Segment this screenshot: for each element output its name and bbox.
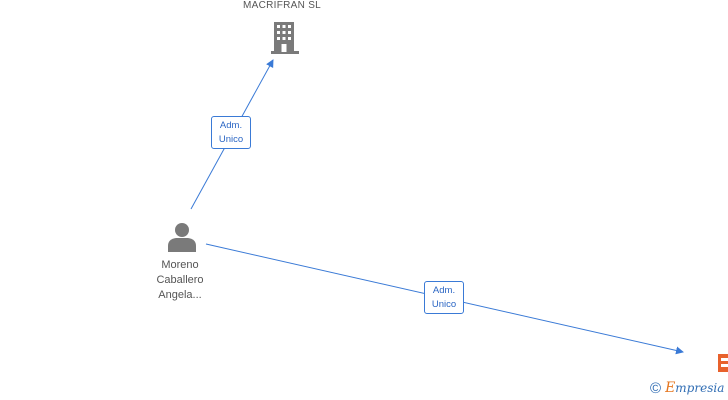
person-icon[interactable]: [167, 222, 197, 257]
brand-name: mpresia: [675, 381, 725, 395]
brand-letter: E: [665, 380, 676, 396]
edge-label-line: Unico: [431, 299, 457, 310]
person-name-line: Angela...: [158, 289, 202, 301]
edge-label-line: Unico: [218, 134, 244, 145]
person-name-line: Moreno: [161, 259, 199, 271]
edge-label-role: Adm. Unico: [211, 116, 251, 149]
edge-label-line: Adm.: [219, 120, 243, 131]
building-icon[interactable]: [270, 20, 300, 59]
person-name-line: Caballero: [156, 274, 204, 286]
building-icon[interactable]: [718, 354, 728, 377]
company-name[interactable]: MACRIFRAN SL: [242, 0, 322, 11]
edge-label-line: Adm.: [432, 285, 456, 296]
edge-label-role: Adm. Unico: [424, 281, 464, 314]
person-name[interactable]: Moreno Caballero Angela...: [138, 258, 222, 303]
empresia-watermark: ©Empresia: [650, 380, 724, 397]
copyright-symbol: ©: [650, 380, 662, 397]
